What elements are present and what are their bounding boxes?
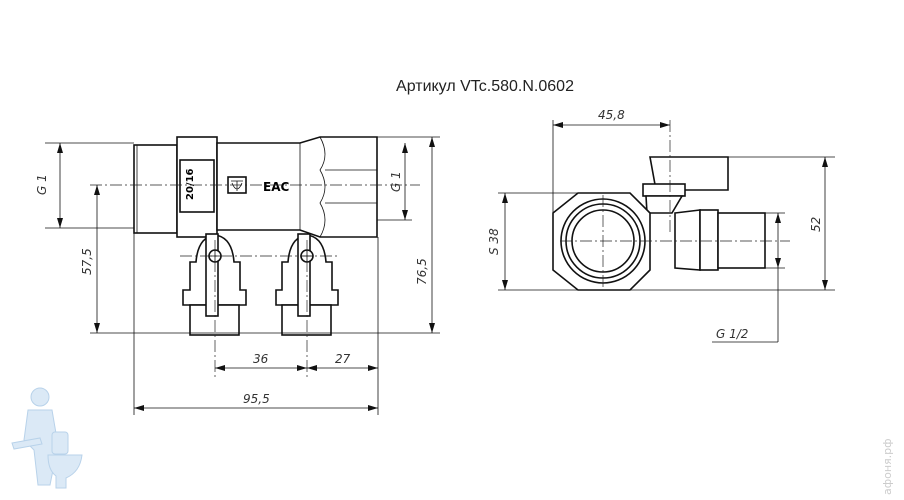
front-view: 20/16 EAC [35, 136, 440, 415]
hex-nut [699, 209, 719, 271]
dim-depth: 45,8 [598, 108, 625, 122]
dim-outlet-thread: G 1/2 [716, 327, 748, 341]
pressure-marking: 20/16 [185, 168, 196, 200]
dim-thread-right: G 1 [389, 171, 403, 192]
dim-height-total: 76,5 [415, 258, 429, 285]
male-thread-end [133, 144, 178, 234]
article-title: Артикул VTc.580.N.0602 [396, 78, 574, 95]
valve-handle [649, 156, 729, 191]
dim-thread-left: G 1 [35, 174, 49, 195]
watermark-text: афоня.рф [881, 438, 894, 495]
dim-outlet-pitch: 36 [253, 352, 269, 366]
manifold-body [216, 136, 378, 238]
outlet-valve-1 [182, 233, 247, 336]
dim-height-outlet: 57,5 [80, 248, 94, 275]
dim-height: 52 [809, 217, 823, 232]
plumber-mascot-logo [11, 387, 83, 489]
valve-handle [297, 233, 311, 317]
dim-outlet-offset: 27 [335, 352, 351, 366]
eac-marking: EAC [263, 180, 289, 194]
dim-length-total: 95,5 [243, 392, 270, 406]
outlet-thread [717, 212, 766, 269]
side-view: 45,8 S 38 52 G 1/2 [487, 108, 835, 343]
dim-wrench-size: S 38 [487, 228, 501, 255]
valve-handle [205, 233, 219, 317]
